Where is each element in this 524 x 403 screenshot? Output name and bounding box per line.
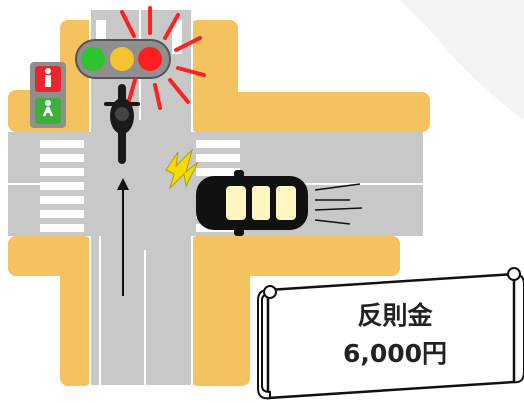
crosswalk-stripe — [40, 182, 84, 190]
car-icon — [196, 170, 363, 236]
sidewalks — [8, 20, 430, 386]
crosswalk-stripe — [40, 210, 84, 218]
crosswalk-stripe — [96, 20, 106, 54]
fine-label: 反則金 — [357, 301, 433, 330]
warning-rays — [120, 6, 206, 110]
crosswalk-stripe — [196, 154, 240, 162]
sidewalk-se — [190, 236, 400, 276]
crosswalk-stripe — [172, 20, 182, 54]
signal-green — [81, 47, 105, 71]
signal-yellow — [110, 47, 134, 71]
fine-amount: 6,000円 — [343, 339, 447, 368]
crosswalk-stripe — [40, 224, 84, 232]
crosswalk-stripe — [196, 140, 240, 148]
bicycle-icon — [104, 84, 140, 164]
impact-icon — [165, 148, 199, 190]
crosswalk-stripe — [40, 140, 84, 148]
crosswalk-stripe — [196, 168, 240, 176]
crosswalk-west — [40, 140, 84, 232]
pedestrian-signal-icon — [30, 62, 66, 128]
scroll-icon: 反則金 6,000円 — [257, 267, 524, 400]
crosswalk-stripe — [40, 154, 84, 162]
sidewalk-sw-vertical — [60, 236, 92, 386]
signal-red — [138, 47, 162, 71]
arrow-up-icon — [117, 178, 129, 296]
background-swoosh — [400, 0, 524, 120]
crosswalk-north — [96, 20, 182, 54]
crosswalk-stripe — [40, 168, 84, 176]
traffic-light-icon — [75, 6, 206, 110]
sidewalk-ne — [190, 92, 430, 132]
crosswalk-stripe — [40, 196, 84, 204]
